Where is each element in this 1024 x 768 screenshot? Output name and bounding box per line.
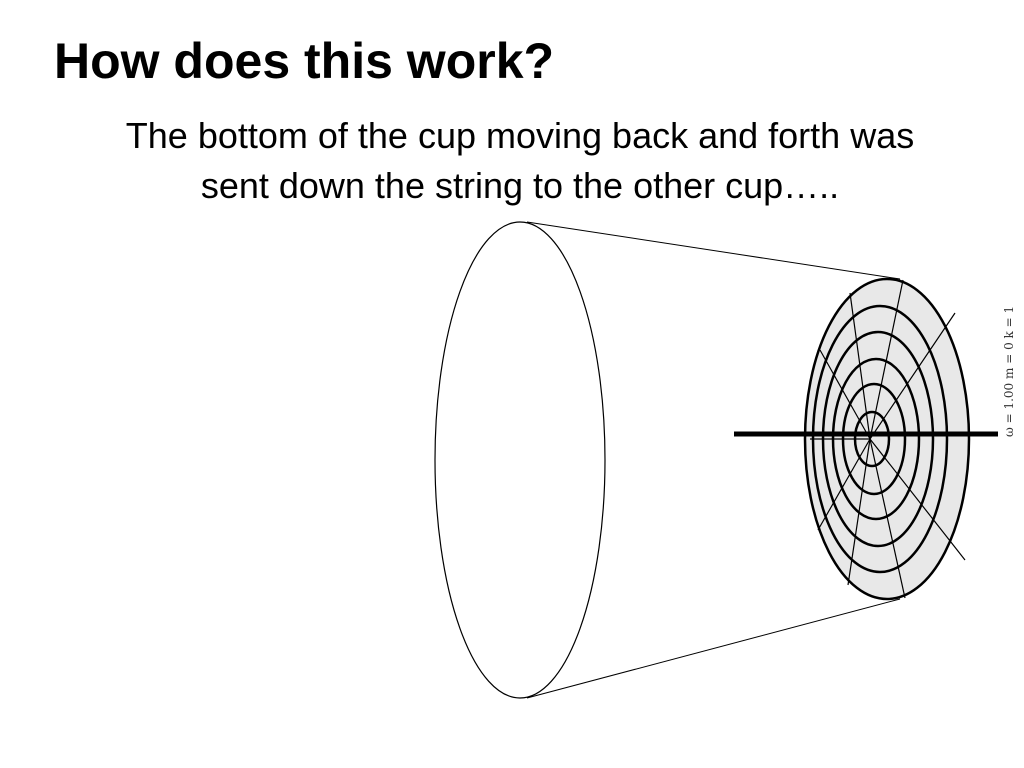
body-line-2: sent down the string to the other cup….. xyxy=(200,165,840,207)
slide-title: How does this work? xyxy=(54,33,555,89)
cup-side-top xyxy=(526,221,901,280)
slide-body-text: The bottom of the cup moving back and fo… xyxy=(40,111,1000,212)
mode-label: ω = 1.00 m = 0 k = 1 xyxy=(1002,306,1016,437)
membrane-radial-lines xyxy=(810,279,966,599)
cup-bottom-membrane xyxy=(803,277,971,601)
cup-body xyxy=(434,221,901,699)
cup-side-bottom xyxy=(526,598,901,699)
cup-opening xyxy=(434,221,606,699)
membrane-disc xyxy=(803,277,971,601)
body-line-1: The bottom of the cup moving back and fo… xyxy=(125,115,915,156)
